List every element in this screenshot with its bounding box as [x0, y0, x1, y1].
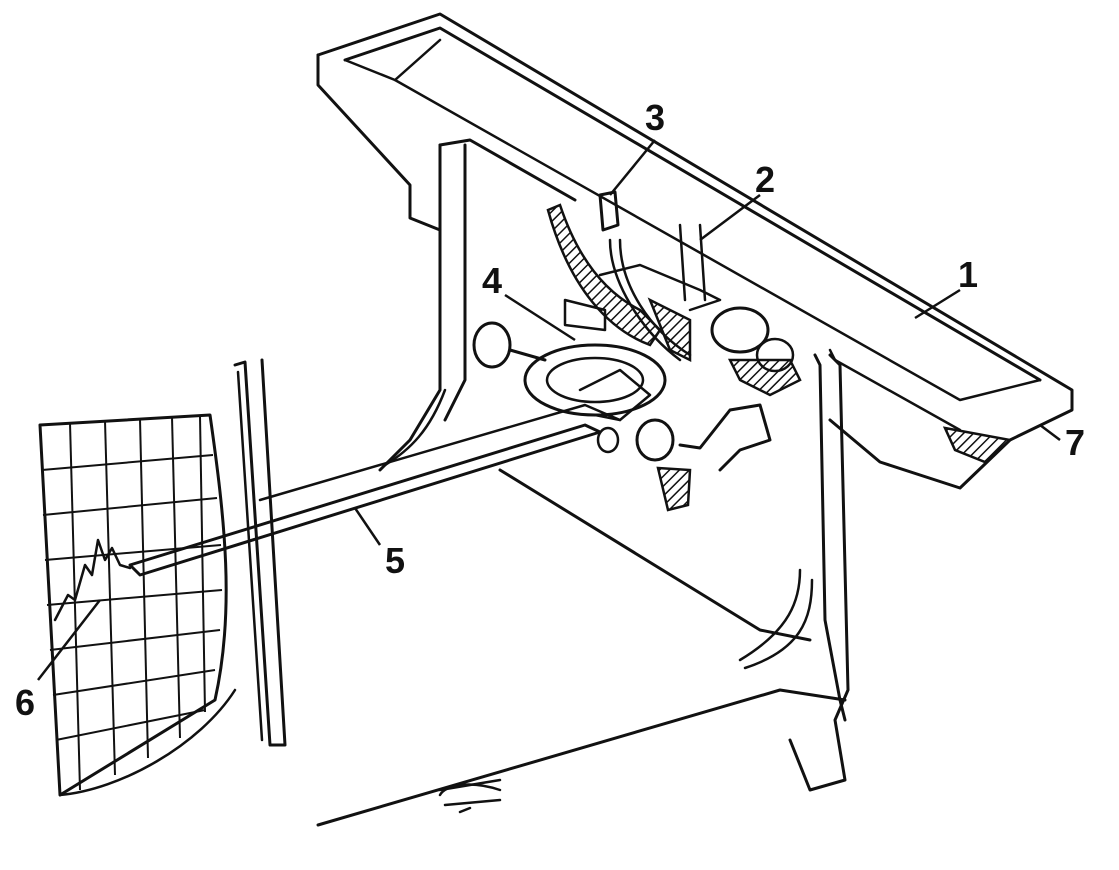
pivot-mechanism	[472, 190, 795, 472]
recording-arm	[128, 403, 622, 577]
label-6: 6	[15, 682, 35, 723]
label-4: 4	[482, 260, 502, 301]
label-7: 7	[1065, 422, 1085, 463]
label-2: 2	[755, 159, 775, 200]
label-1: 1	[958, 254, 978, 295]
frame-plate	[316, 138, 850, 827]
part-labels: 1 2 3 4 5 6 7	[15, 97, 1085, 723]
top-beam	[316, 12, 1074, 490]
recording-drum	[38, 413, 237, 797]
label-3: 3	[645, 97, 665, 138]
leader-lines	[37, 139, 1061, 681]
support-post	[233, 358, 287, 747]
label-5: 5	[385, 540, 405, 581]
